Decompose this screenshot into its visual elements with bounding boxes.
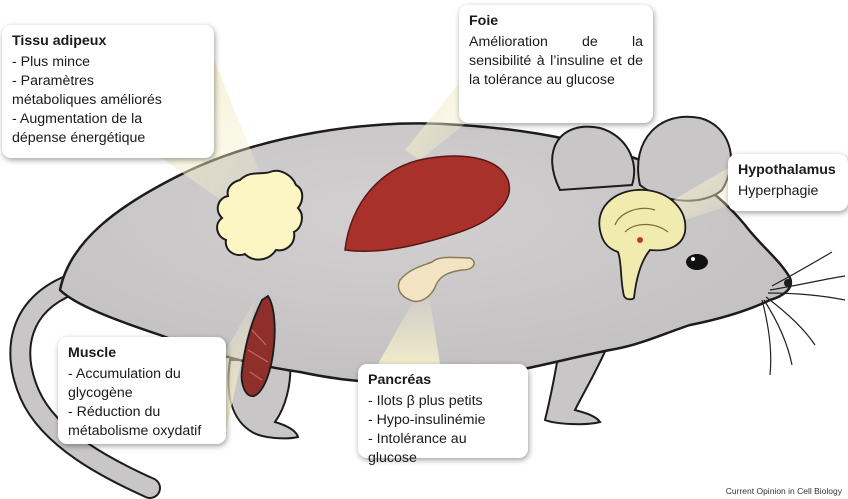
callout-line: - Réduction du [68, 403, 216, 422]
callout-line: dépense énergétique [12, 129, 204, 148]
callout-foie: Foie Amélioration de la sensibilité à l’… [459, 5, 653, 123]
callout-title: Muscle [68, 344, 216, 363]
callout-line: - Plus mince [12, 53, 204, 72]
callout-line: - Paramètres [12, 72, 204, 91]
mouse-back-ear [552, 127, 634, 190]
callout-line: glycogène [68, 384, 216, 403]
hypothalamus-dot [637, 237, 643, 243]
callout-hypothalamus: Hypothalamus Hyperphagie [728, 154, 848, 211]
figure-credit: Current Opinion in Cell Biology [726, 486, 842, 496]
mouse-eye [686, 254, 708, 270]
callout-text: Amélioration de la sensibilité à l’insul… [469, 33, 643, 90]
callout-line: métaboliques améliorés [12, 91, 204, 110]
callout-pancreas: Pancréas - Ilots β plus petits - Hypo-in… [358, 364, 528, 458]
callout-tissu-adipeux: Tissu adipeux - Plus mince - Paramètres … [2, 25, 214, 158]
callout-title: Foie [469, 12, 643, 31]
callout-title: Hypothalamus [738, 161, 838, 180]
callout-line: - Intolérance au glucose [368, 430, 518, 468]
callout-muscle: Muscle - Accumulation du glycogène - Réd… [58, 337, 226, 444]
callout-line: - Augmentation de la [12, 110, 204, 129]
callout-line: - Accumulation du [68, 365, 216, 384]
callout-title: Pancréas [368, 371, 518, 390]
callout-title: Tissu adipeux [12, 32, 204, 51]
callout-line: Hyperphagie [738, 182, 838, 201]
mouse-eye-shine [691, 257, 695, 261]
callout-line: - Ilots β plus petits [368, 392, 518, 411]
callout-line: métabolisme oxydatif [68, 422, 216, 441]
callout-line: - Hypo-insulinémie [368, 411, 518, 430]
